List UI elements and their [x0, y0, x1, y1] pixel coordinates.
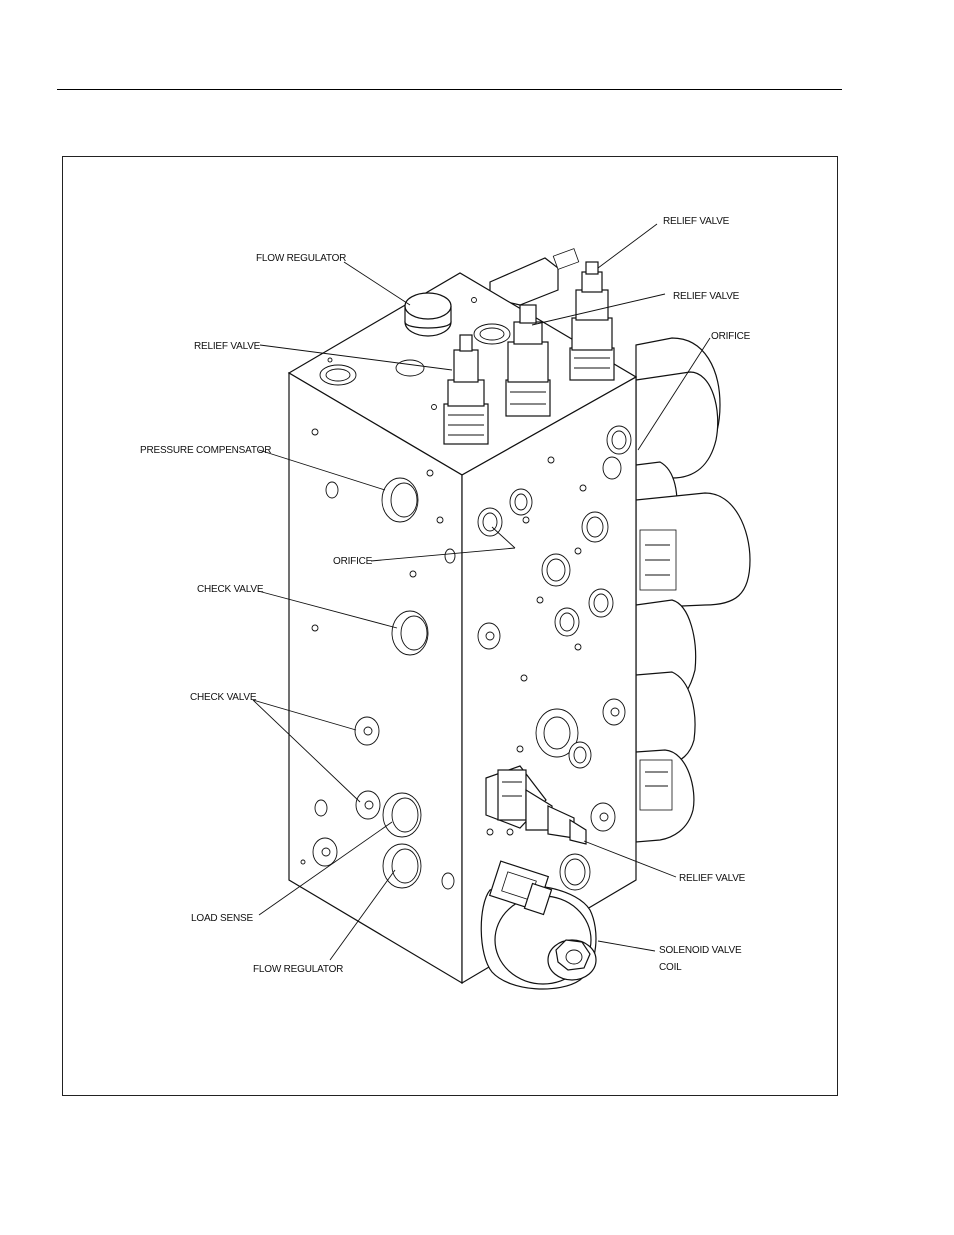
relief-valve-cartridge-right — [570, 262, 614, 380]
label-relief-valve-top-right: RELIEF VALVE — [663, 216, 730, 227]
block-left-face — [289, 373, 462, 983]
label-check-valve-lower: CHECK VALVE — [190, 692, 257, 703]
label-relief-valve-mid-right: RELIEF VALVE — [673, 291, 740, 302]
label-flow-regulator-bottom: FLOW REGULATOR — [253, 964, 343, 975]
solenoid-coil-2 — [636, 372, 718, 478]
label-solenoid-valve-coil-line1: SOLENOID VALVE — [659, 945, 742, 956]
label-check-valve-upper: CHECK VALVE — [197, 584, 264, 595]
label-relief-valve-lower-right: RELIEF VALVE — [679, 873, 746, 884]
coil-connector-2 — [640, 760, 672, 810]
label-flow-regulator-top: FLOW REGULATOR — [256, 253, 346, 264]
label-relief-valve-left: RELIEF VALVE — [194, 341, 261, 352]
flow-regulator-cap — [405, 293, 451, 336]
label-pressure-compensator: PRESSURE COMPENSATOR — [140, 445, 271, 456]
label-solenoid-valve-coil-line2: COIL — [659, 962, 682, 973]
label-load-sense: LOAD SENSE — [191, 913, 253, 924]
label-orifice-right: ORIFICE — [711, 331, 751, 342]
label-orifice-center: ORIFICE — [333, 556, 373, 567]
